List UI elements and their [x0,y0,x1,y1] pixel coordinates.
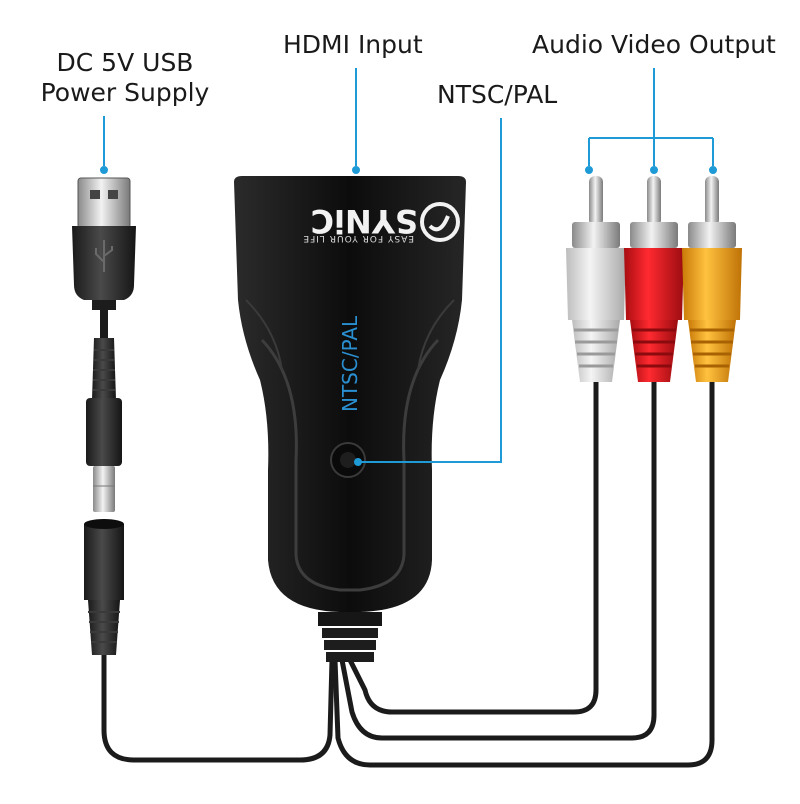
callout-lines [100,68,717,466]
label-dc-power-line2: Power Supply [40,78,210,107]
label-dc-power-line1: DC 5V USB [56,48,194,77]
label-ntsc-pal: NTSC/PAL [437,80,558,109]
yellow-rca-cable [332,377,715,768]
usb-symbol-icon [95,240,113,272]
callout-hdmi [352,68,360,174]
brand-tagline: EASY FOR YOUR LIFE [302,233,414,243]
callout-dc-power [100,116,108,174]
brand-name: SYNiC [311,202,418,240]
dc-female-jack [84,519,124,655]
synic-logo-icon [420,202,460,242]
cables [101,377,715,768]
red-rca-cable [339,377,657,741]
converter-body [234,176,466,662]
switch-label: NTSC/PAL [338,315,362,412]
label-av-output: Audio Video Output [532,30,776,59]
rca-plug-white [566,176,626,382]
brand-logo: SYNiC EASY FOR YOUR LIFE [302,202,460,243]
rca-plug-red [624,176,684,382]
callout-ntsc-pal [354,118,502,466]
label-hdmi-input: HDMI Input [283,30,423,59]
usb-a-plug [72,177,136,338]
dc-power-cable [101,652,335,763]
dc-male-plug [86,338,122,512]
ntsc-pal-switch-button[interactable] [330,442,366,478]
rca-plug-yellow [682,176,742,382]
callout-av-output [585,68,717,174]
white-rca-cable [347,377,599,715]
label-dc-power: DC 5V USB Power Supply [30,48,220,108]
strain-relief [318,612,382,662]
